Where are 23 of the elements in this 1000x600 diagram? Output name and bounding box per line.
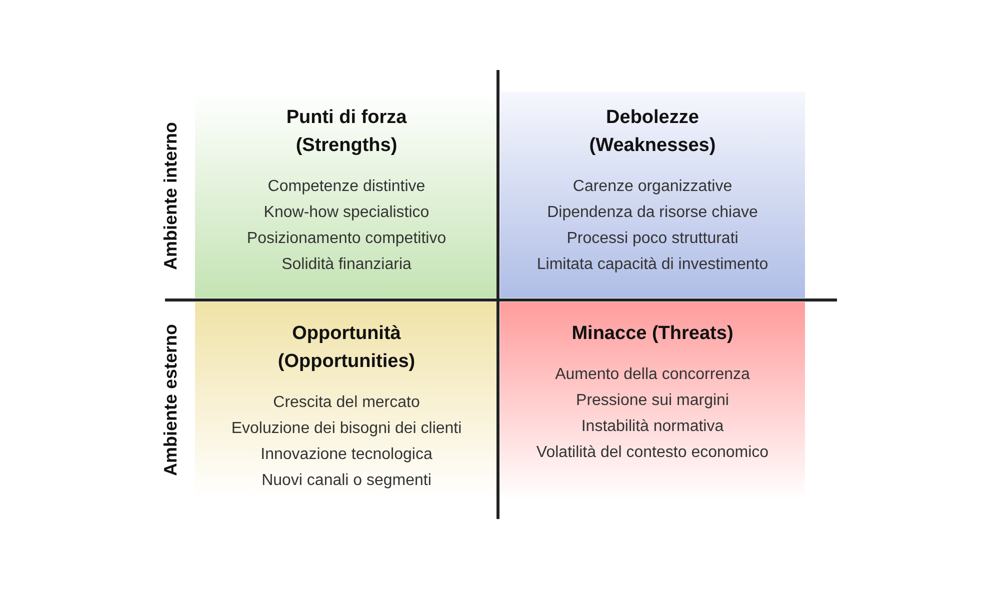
axis-label: Ambiente interno [160, 122, 182, 270]
list-item: Crescita del mercato [273, 393, 420, 413]
list-item: Carenze organizzative [572, 177, 732, 197]
list-item: Solidità finanziaria [282, 255, 412, 275]
quadrant-heading: Punti di forza (Strengths) [285, 106, 408, 158]
list-item: Volatilità del contesto economico [536, 443, 769, 463]
list-item: Dipendenza da risorse chiave [547, 203, 758, 223]
list-item: Competenze distintive [268, 177, 426, 197]
list-item: Posizionamento competitivo [246, 229, 446, 249]
quadrant-panel [500, 92, 805, 298]
quadrant-heading: Minacce (Threats) [570, 322, 734, 346]
list-item: Pressione sui margini [576, 391, 729, 411]
list-item: Limitata capacità di investimento [536, 255, 768, 275]
list-item: Instabilità normativa [581, 417, 724, 437]
list-item: Know-how specialistico [264, 203, 430, 223]
quadrant-heading: Opportunità (Opportunities) [276, 322, 416, 374]
list-item: Innovazione tecnologica [260, 445, 432, 465]
list-item: Evoluzione dei bisogni dei clienti [231, 419, 462, 439]
list-item: Processi poco strutturati [566, 229, 738, 249]
list-item: Nuovi canali o segmenti [262, 471, 432, 491]
axis-label: Ambiente esterno [160, 324, 182, 476]
list-item: Aumento della concorrenza [555, 365, 750, 385]
quadrant-heading: Debolezze (Weaknesses) [588, 106, 717, 158]
